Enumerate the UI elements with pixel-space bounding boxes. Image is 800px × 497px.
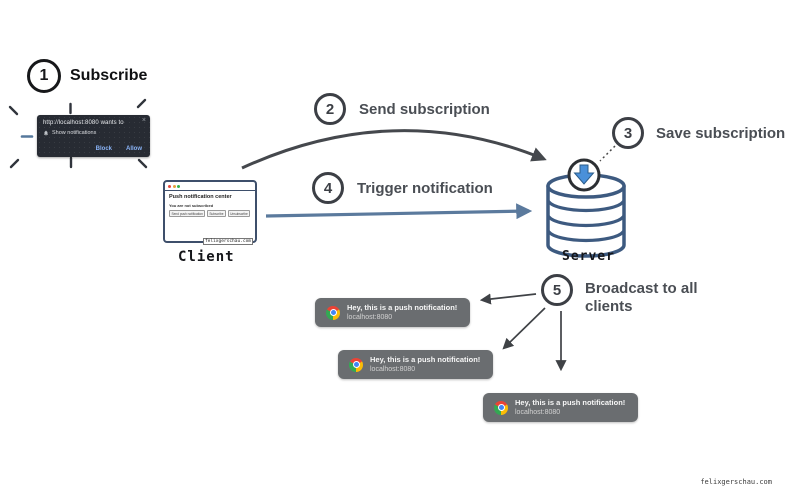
trigger-notification-arrow (265, 203, 533, 220)
client-page-title: Push notification center (169, 194, 232, 200)
step-4-label: Trigger notification (357, 180, 493, 197)
allow-button: Allow (126, 146, 142, 152)
chrome-icon (494, 400, 508, 415)
client-unsubscribe-button: Unsubscribe (227, 210, 251, 217)
step-3-number: 3 (623, 124, 633, 142)
save-subscription-connector (599, 145, 616, 162)
client-send-push-button: Send push notification (169, 210, 206, 217)
toast-source: localhost:8080 (370, 366, 416, 373)
ray-bottom-left (9, 158, 20, 169)
step-3-circle: 3 (612, 117, 644, 149)
push-notification-toast-2: Hey, this is a push notification! localh… (338, 350, 493, 379)
step-2-number: 2 (325, 100, 335, 118)
close-icon: × (141, 117, 146, 124)
client-footer-link: felixgerschau.com (202, 238, 253, 245)
chrome-icon (326, 305, 340, 320)
push-notification-toast-3: Hey, this is a push notification! localh… (483, 393, 638, 422)
ray-top-left (8, 105, 19, 116)
download-icon (567, 158, 601, 192)
toast-message: Hey, this is a push notification! (515, 398, 626, 407)
step-2-circle: 2 (314, 93, 346, 125)
client-window-body: Push notification center You are not sub… (165, 191, 255, 246)
ray-bottom-right (137, 158, 148, 169)
dialog-origin-text: http://localhost:8080 wants to (43, 120, 124, 126)
step-5-circle: 5 (541, 274, 573, 306)
step-1-number: 1 (39, 67, 49, 84)
step-5-number: 5 (552, 281, 562, 299)
client-label: Client (178, 249, 235, 265)
step-3-label: Save subscription (656, 125, 786, 142)
client-window-titlebar (165, 182, 255, 191)
toast-source: localhost:8080 (347, 314, 393, 321)
toast-message: Hey, this is a push notification! (347, 303, 458, 312)
push-notification-toast-1: Hey, this is a push notification! localh… (315, 298, 470, 327)
client-browser-window: Push notification center You are not sub… (163, 180, 257, 246)
save-subscription-badge (566, 157, 602, 193)
step-4-number: 4 (323, 179, 333, 197)
traffic-light-yellow-icon (172, 184, 176, 188)
step-1-label: Subscribe (70, 67, 148, 84)
toast-message: Hey, this is a push notification! (370, 355, 481, 364)
client-subscribe-button: Subscribe (206, 210, 227, 217)
traffic-light-green-icon (177, 184, 180, 188)
broadcast-arrow-2 (502, 307, 546, 350)
chrome-icon (349, 357, 363, 372)
dialog-permission-text: Show notifications (52, 130, 97, 136)
server-label: Server (562, 249, 615, 264)
toast-source: localhost:8080 (515, 409, 561, 416)
broadcast-arrow-1 (479, 293, 537, 305)
ray-top-right (136, 98, 147, 109)
watermark: felixgerschau.com (700, 478, 772, 486)
client-subscription-status: You are not subscribed (169, 202, 214, 208)
block-button: Block (95, 146, 112, 152)
step-1-circle: 1 (27, 59, 61, 93)
step-5-label: Broadcast to all clients (585, 280, 698, 315)
step-4-circle: 4 (312, 172, 344, 204)
send-subscription-arrow (241, 129, 547, 170)
notification-permission-dialog: http://localhost:8080 wants to × Show no… (37, 115, 150, 157)
traffic-light-red-icon (168, 184, 171, 188)
step-2-label: Send subscription (359, 101, 490, 118)
bell-icon (44, 130, 48, 136)
